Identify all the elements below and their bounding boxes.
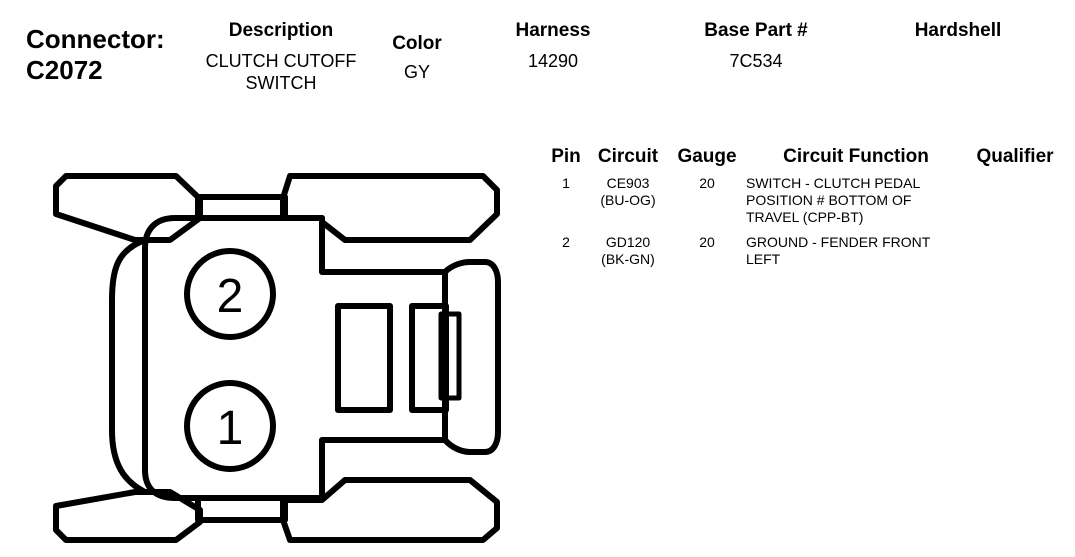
connector-body bbox=[142, 215, 448, 501]
circuit-cell: CE903 (BU-OG) bbox=[588, 175, 668, 209]
gauge-cell: 20 bbox=[699, 234, 715, 250]
latch-tab-bottom bbox=[195, 495, 288, 523]
circuit-code: GD120 bbox=[605, 234, 651, 250]
description-value: CLUTCH CUTOFF SWITCH bbox=[183, 50, 379, 94]
description-line-1: CLUTCH CUTOFF bbox=[205, 51, 357, 71]
base-part-header: Base Part # bbox=[704, 20, 808, 41]
side-rib-left bbox=[109, 237, 148, 495]
col-header-qualifier: Qualifier bbox=[976, 146, 1054, 167]
harness-value: 14290 bbox=[527, 51, 579, 71]
pin-number: 1 bbox=[562, 175, 570, 191]
function-line: POSITION # BOTTOM OF bbox=[746, 192, 912, 208]
connector-label: Connector: bbox=[26, 24, 165, 54]
circuit-function-cell: SWITCH - CLUTCH PEDAL POSITION # BOTTOM … bbox=[746, 175, 920, 226]
color-value: GY bbox=[403, 62, 430, 82]
connector-title: Connector: C2072 bbox=[26, 24, 165, 86]
latch-wing-top-right bbox=[280, 173, 500, 243]
circuit-code: CE903 bbox=[606, 175, 650, 191]
col-header-gauge: Gauge bbox=[677, 146, 737, 167]
function-line: LEFT bbox=[746, 251, 781, 267]
keyway-left bbox=[335, 303, 393, 413]
keyway-right-inner bbox=[438, 311, 462, 401]
function-line: SWITCH - CLUTCH PEDAL bbox=[746, 175, 921, 191]
color-header: Color bbox=[392, 33, 442, 54]
circuit-wire-color: (BK-GN) bbox=[601, 251, 655, 267]
description-line-2: SWITCH bbox=[245, 73, 317, 93]
pin-number: 2 bbox=[562, 234, 570, 250]
latch-tab-top bbox=[195, 194, 288, 221]
pin-1-label: 1 bbox=[217, 402, 244, 455]
col-header-circuit: Circuit bbox=[597, 146, 659, 167]
col-header-circuit-function: Circuit Function bbox=[783, 146, 929, 167]
description-header: Description bbox=[228, 20, 334, 41]
function-line: TRAVEL (CPP-BT) bbox=[746, 209, 864, 225]
side-rib-right bbox=[442, 259, 501, 455]
latch-wing-bottom-right bbox=[280, 477, 500, 543]
connector-id: C2072 bbox=[26, 55, 103, 85]
circuit-cell: GD120 (BK-GN) bbox=[588, 234, 668, 268]
pin-1-cavity bbox=[184, 380, 276, 472]
hardshell-header: Hardshell bbox=[914, 20, 1002, 41]
pin-2-cavity bbox=[184, 248, 276, 340]
col-header-pin: Pin bbox=[551, 146, 581, 167]
circuit-function-cell: GROUND - FENDER FRONT LEFT bbox=[746, 234, 930, 268]
circuit-wire-color: (BU-OG) bbox=[600, 192, 656, 208]
keyway-right bbox=[409, 303, 449, 413]
gauge-cell: 20 bbox=[699, 175, 715, 191]
base-part-value: 7C534 bbox=[729, 51, 783, 71]
pin-2-label: 2 bbox=[217, 270, 244, 323]
function-line: GROUND - FENDER FRONT bbox=[746, 234, 931, 250]
harness-header: Harness bbox=[515, 20, 591, 41]
latch-wing-top-left bbox=[53, 173, 203, 243]
